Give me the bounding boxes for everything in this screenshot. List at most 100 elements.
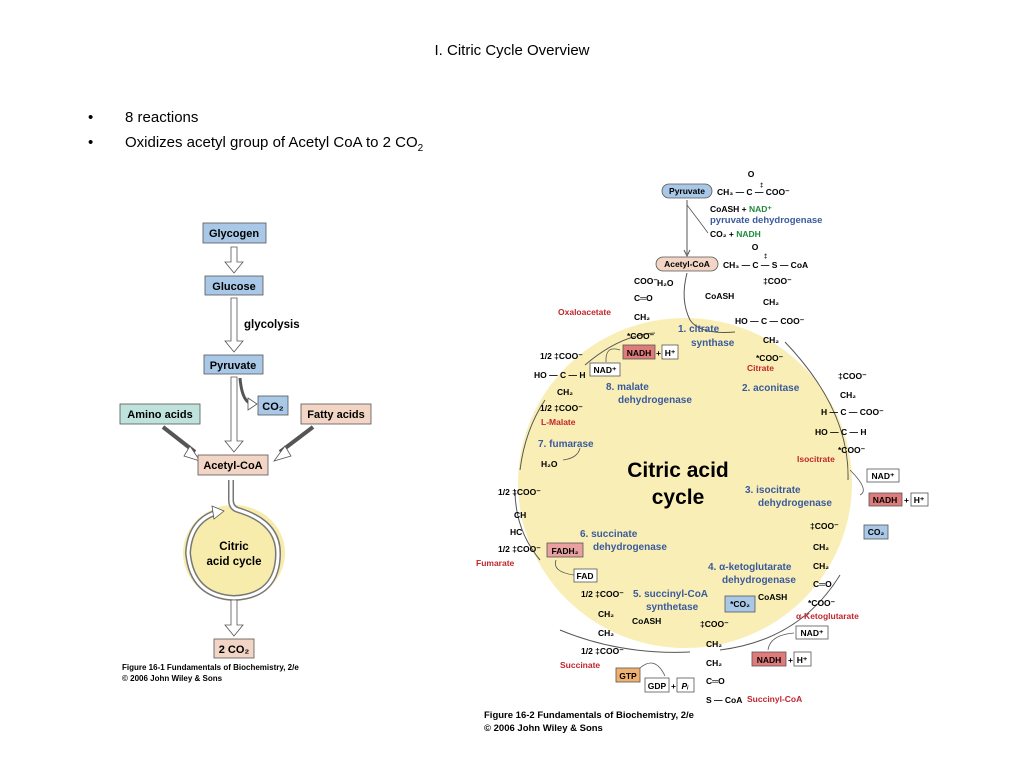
fadh2-label: FADH₂: [552, 546, 579, 556]
fatty-acids-box: [300, 403, 372, 425]
gdp-label: GDP: [648, 681, 667, 691]
malate-line-1: 1/2 ‡COO⁻: [540, 351, 583, 361]
citrate-line-5: *COO⁻: [756, 353, 784, 363]
h-plus-box-malate: [661, 344, 679, 360]
figure2-caption-line2: © 2006 John Wiley & Sons: [484, 723, 603, 734]
enzyme-8-malate-dehydrogenase-a: 8. malate: [606, 382, 649, 393]
fumarate-line-2: CH: [514, 510, 526, 520]
gdp-gtp-arc: [639, 662, 666, 677]
fad-label: FAD: [577, 571, 594, 581]
bullet-text: Oxidizes acetyl group of Acetyl CoA to 2…: [125, 134, 418, 151]
nad-label-isocitrate: NAD⁺: [872, 471, 895, 481]
oxaloacetate-line-2: C═O: [634, 293, 653, 303]
arrow-cycle-2co2: [224, 599, 244, 637]
malate-line-4: 1/2 ‡COO⁻: [540, 403, 583, 413]
two-co2-box: [213, 638, 255, 659]
gtp-box: [615, 667, 641, 683]
arrow-fatty-acetyl-head: [272, 445, 292, 462]
citrate-line-4: CH₂: [763, 335, 779, 345]
co2-label: CO₂: [262, 401, 284, 413]
alpha-kg-line-1: ‡COO⁻: [810, 521, 839, 531]
coash-succinyl: CoASH: [632, 616, 661, 626]
enzyme-1-citrate-synthase-a: 1. citrate: [678, 324, 720, 335]
arrow-glycogen-glucose: [224, 246, 244, 274]
nadh-label-akg: NADH: [757, 655, 782, 665]
cycle-arc-bottom: [559, 629, 691, 653]
acetyl-coa-label: Acetyl-CoA: [203, 460, 262, 472]
acetyl-into-cycle-arrow: [683, 272, 736, 333]
fad-arc: [555, 559, 575, 576]
bullet-glyph: •: [88, 134, 94, 151]
pyruvate-dehydrogenase-enzyme: pyruvate dehydrogenase: [710, 215, 822, 226]
isocitrate-line-4: HO — C — H: [815, 427, 866, 437]
citrate-line-2: CH₂: [763, 297, 779, 307]
enzyme-6-succinate-dehydrogenase-b: dehydrogenase: [593, 542, 667, 553]
co2-box: [257, 395, 289, 416]
succinyl-coa-line-5: S — CoA: [706, 695, 742, 705]
plus-isocitrate: +: [904, 495, 909, 505]
co2-box-isocitrate: [863, 524, 889, 540]
alpha-kg-line-4: C═O: [813, 579, 832, 589]
nadh-box-akg: [751, 651, 787, 667]
gtp-label: GTP: [619, 671, 637, 681]
pyruvate-to-acetyl-head: [683, 249, 691, 258]
cycle-entry-arrow-inner: [186, 480, 280, 600]
star-co2-box: [724, 595, 756, 613]
star-co2-label: *CO₂: [730, 599, 750, 609]
center-label-line1: Citric acid: [627, 459, 729, 482]
glycolysis-label: glycolysis: [244, 319, 300, 331]
pyruvate-side-arc: [686, 204, 709, 234]
h-plus-label-akg: H⁺: [797, 655, 808, 665]
fumarate-line-1: 1/2 ‡COO⁻: [498, 487, 541, 497]
bullet-text: 8 reactions: [125, 109, 199, 126]
alpha-kg-line-3: CH₂: [813, 561, 829, 571]
fadh2-box: [546, 542, 584, 558]
akg-cofactor-arc: [767, 632, 795, 651]
bullet-item: • Oxidizes acetyl group of Acetyl CoA to…: [88, 133, 423, 158]
h-plus-box-akg: [793, 651, 812, 667]
citrate-name: Citrate: [747, 363, 774, 373]
malate-cofactor-arc: [605, 348, 621, 363]
cycle-arc-left-low: [514, 489, 541, 561]
enzyme-4-akg-dehydrogenase-b: dehydrogenase: [722, 575, 796, 586]
citrate-line-3: HO — C — COO⁻: [735, 316, 805, 326]
acetyl-dagger: ‡: [764, 254, 767, 260]
pyruvate-formula: CH₃ — C — COO⁻: [717, 187, 790, 197]
nadh-box-isocitrate: [868, 492, 903, 507]
enzyme-6-succinate-dehydrogenase-a: 6. succinate: [580, 529, 638, 540]
acetyl-formula: CH₃ — C — S — CoA: [723, 260, 808, 270]
oxaloacetate-line-4: *COO⁻: [627, 331, 655, 341]
citric-cycle-disc: [518, 318, 852, 648]
h-plus-label-isocitrate: H⁺: [914, 495, 925, 505]
plus-akg: +: [788, 655, 793, 665]
cycle-arrow-head: [211, 505, 225, 520]
h-plus-box-isocitrate: [910, 492, 929, 507]
isocitrate-cofactor-arc: [849, 469, 864, 496]
figure2-caption-line1: Figure 16-2 Fundamentals of Biochemistry…: [484, 710, 694, 721]
acetyl-coa-box: [197, 454, 269, 476]
succinyl-coa-name: Succinyl-CoA: [747, 694, 802, 704]
pyruvate-dagger: ‡: [760, 183, 763, 189]
nad-box-isocitrate: [866, 468, 900, 483]
water-fumarase: H₂O: [541, 459, 558, 469]
cycle-arc-left-up: [519, 399, 546, 471]
glycogen-label: Glycogen: [209, 228, 259, 240]
pyruvate-box: [203, 354, 264, 375]
succinyl-coa-line-3: CH₂: [706, 658, 722, 668]
cycle-label-line2: acid cycle: [207, 556, 262, 568]
arrow-amino-acetyl-head: [183, 445, 201, 462]
enzyme-4-akg-dehydrogenase-a: 4. α-ketoglutarate: [708, 562, 792, 573]
pi-box: [676, 677, 695, 693]
isocitrate-line-3: H — C — COO⁻: [821, 407, 884, 417]
fumarate-name: Fumarate: [476, 558, 515, 568]
slide-title: I. Citric Cycle Overview: [434, 42, 590, 59]
pyruvate-cofactors-out: CO₂ + NADH: [710, 229, 761, 239]
center-label-line2: cycle: [652, 486, 705, 509]
cycle-arc-right: [784, 341, 849, 481]
nadh-label-isocitrate: NADH: [873, 495, 898, 505]
nad-label-akg: NAD⁺: [801, 628, 824, 638]
pyruvate-carbonyl-o: O: [748, 169, 755, 179]
succinyl-coa-line-2: CH₂: [706, 639, 722, 649]
